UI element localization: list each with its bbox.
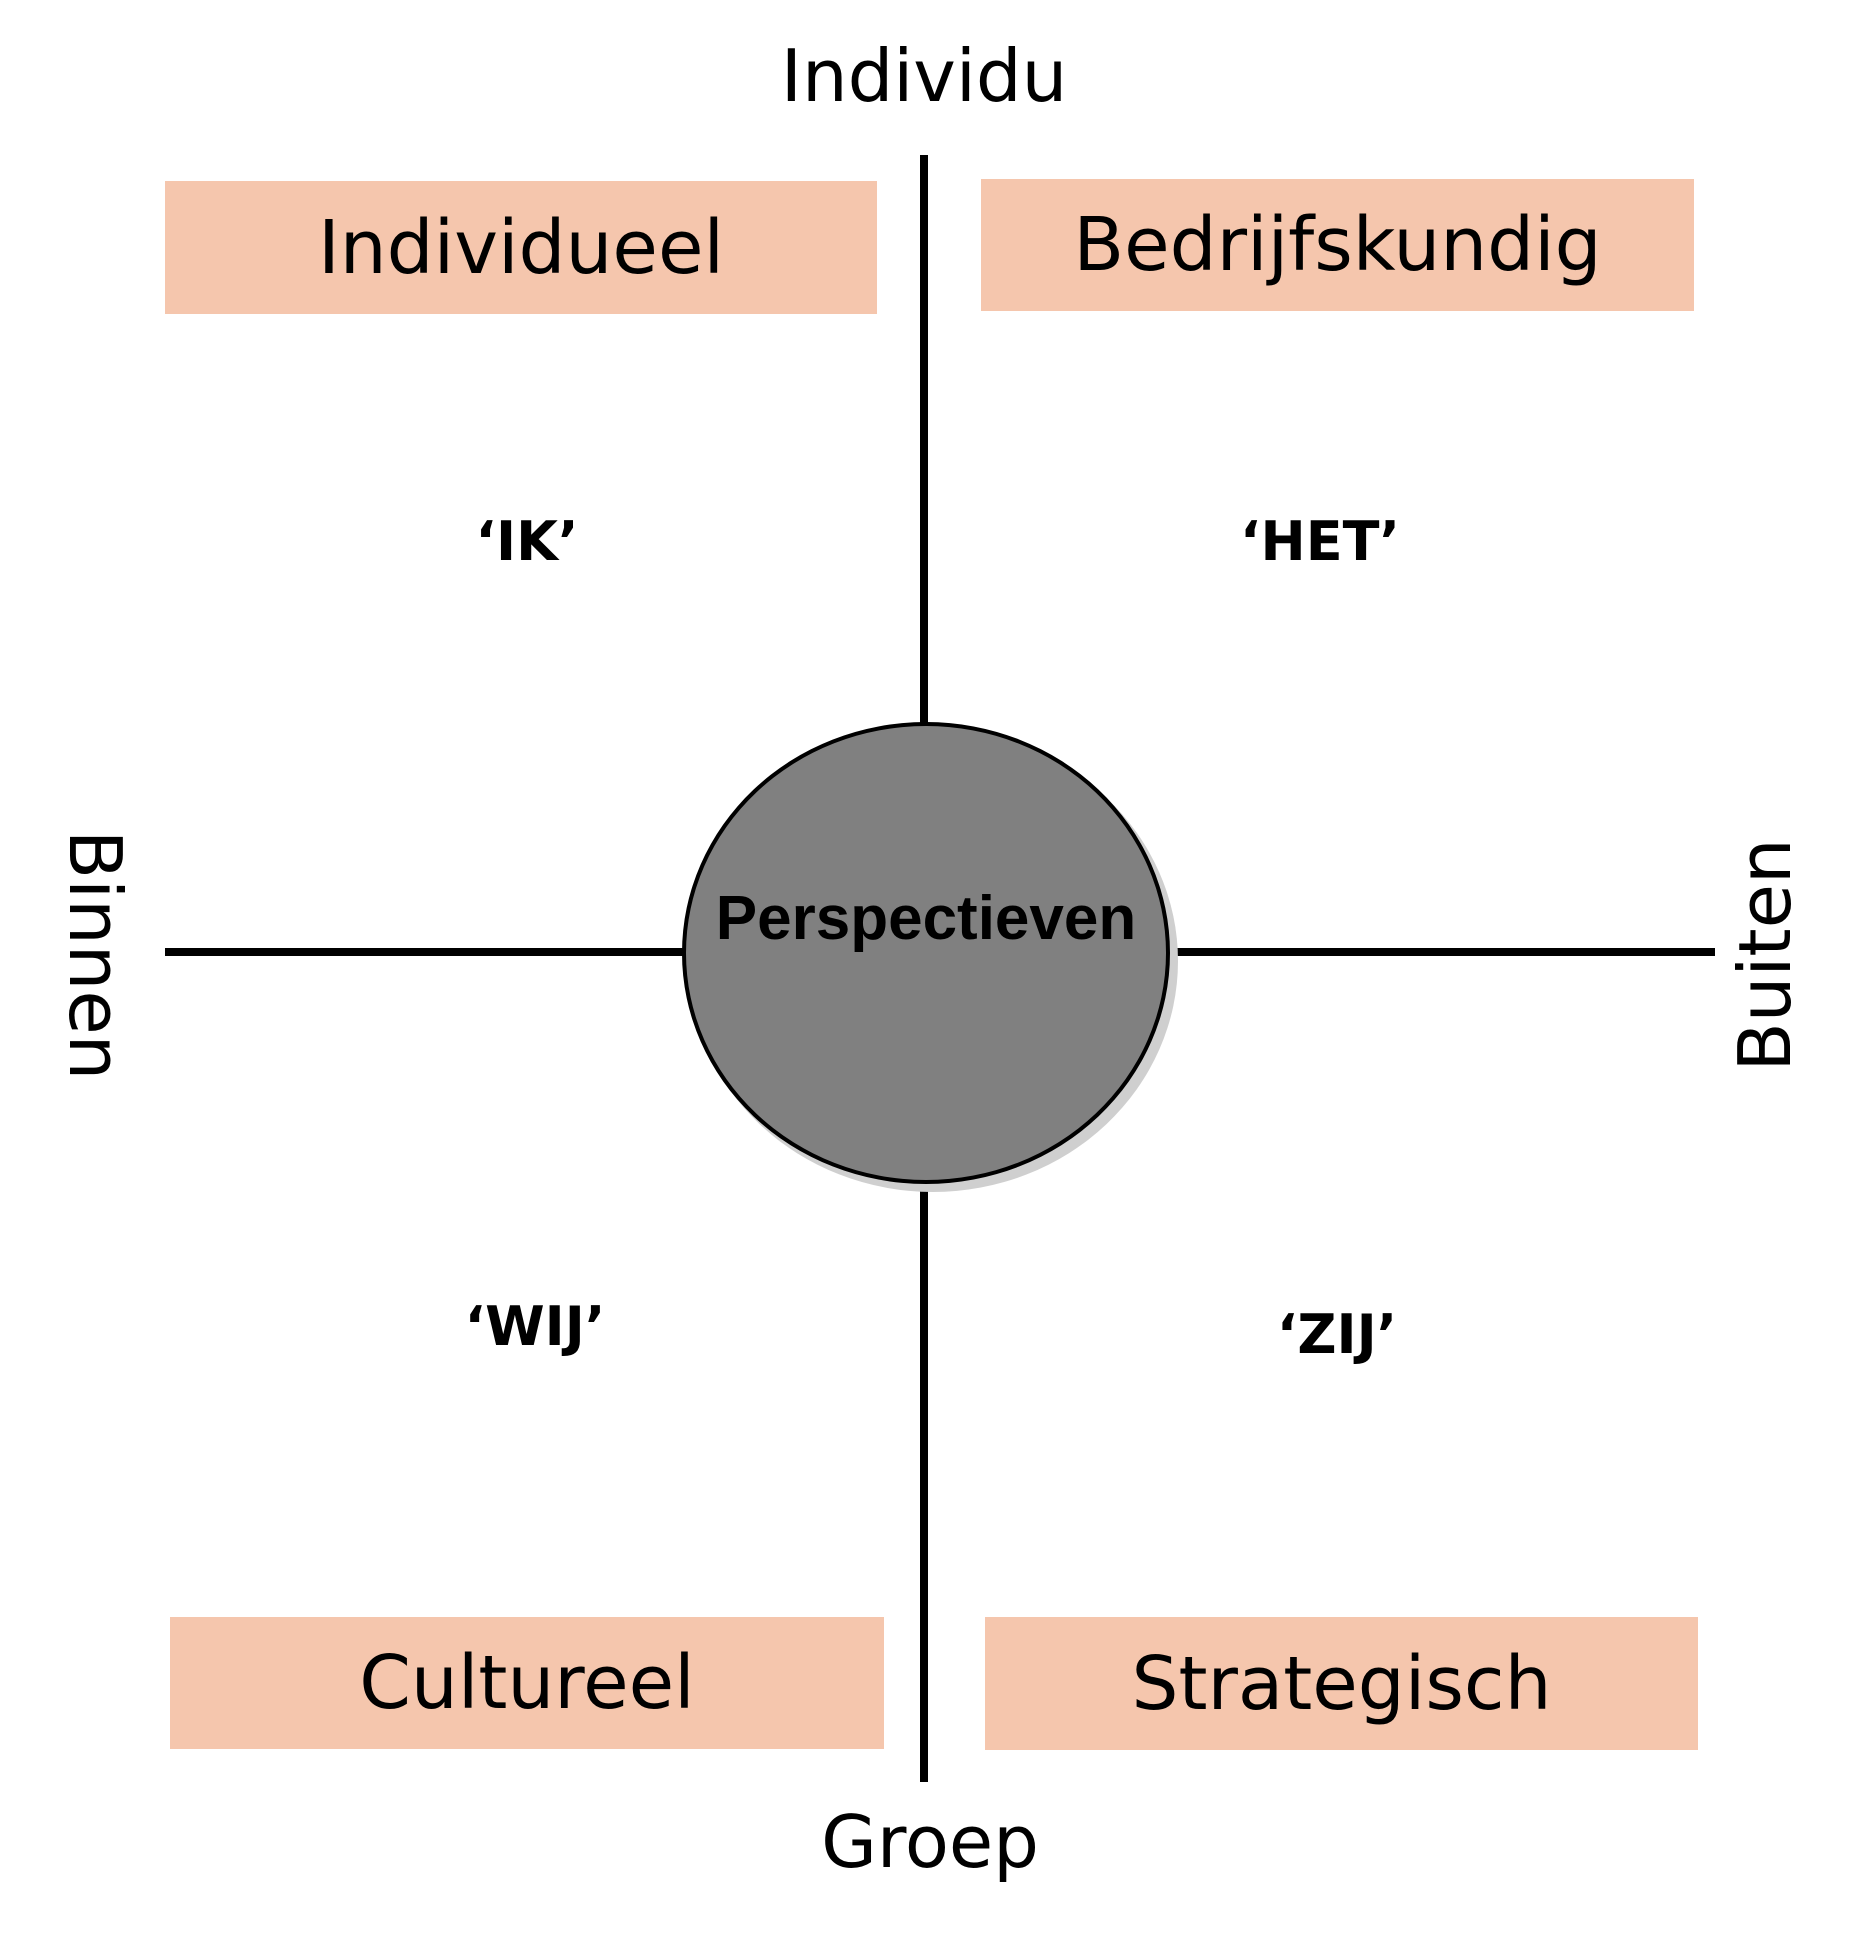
center-circle: Perspectieven <box>682 722 1170 1184</box>
vertical-axis-bottom <box>920 1190 928 1782</box>
pronoun-bottom-left: ‘WIJ’ <box>464 1295 606 1358</box>
axis-label-bottom: Groep <box>821 1800 1039 1884</box>
horizontal-axis-right <box>1175 948 1715 956</box>
pronoun-top-left: ‘IK’ <box>475 510 579 573</box>
quadrant-title-top-left: Individueel <box>165 181 877 314</box>
axis-label-left: Binnen <box>53 829 137 1081</box>
quadrant-title-top-right: Bedrijfskundig <box>981 179 1694 311</box>
quadrant-title-bottom-right: Strategisch <box>985 1617 1698 1750</box>
pronoun-bottom-right: ‘ZIJ’ <box>1276 1303 1398 1366</box>
quadrant-title-bottom-left: Cultureel <box>170 1617 884 1749</box>
center-label: Perspectieven <box>715 883 1137 953</box>
axis-label-top: Individu <box>780 34 1068 118</box>
axis-label-right: Buiten <box>1723 838 1807 1072</box>
vertical-axis-top <box>920 155 928 725</box>
horizontal-axis-left <box>165 948 685 956</box>
pronoun-top-right: ‘HET’ <box>1240 510 1400 573</box>
